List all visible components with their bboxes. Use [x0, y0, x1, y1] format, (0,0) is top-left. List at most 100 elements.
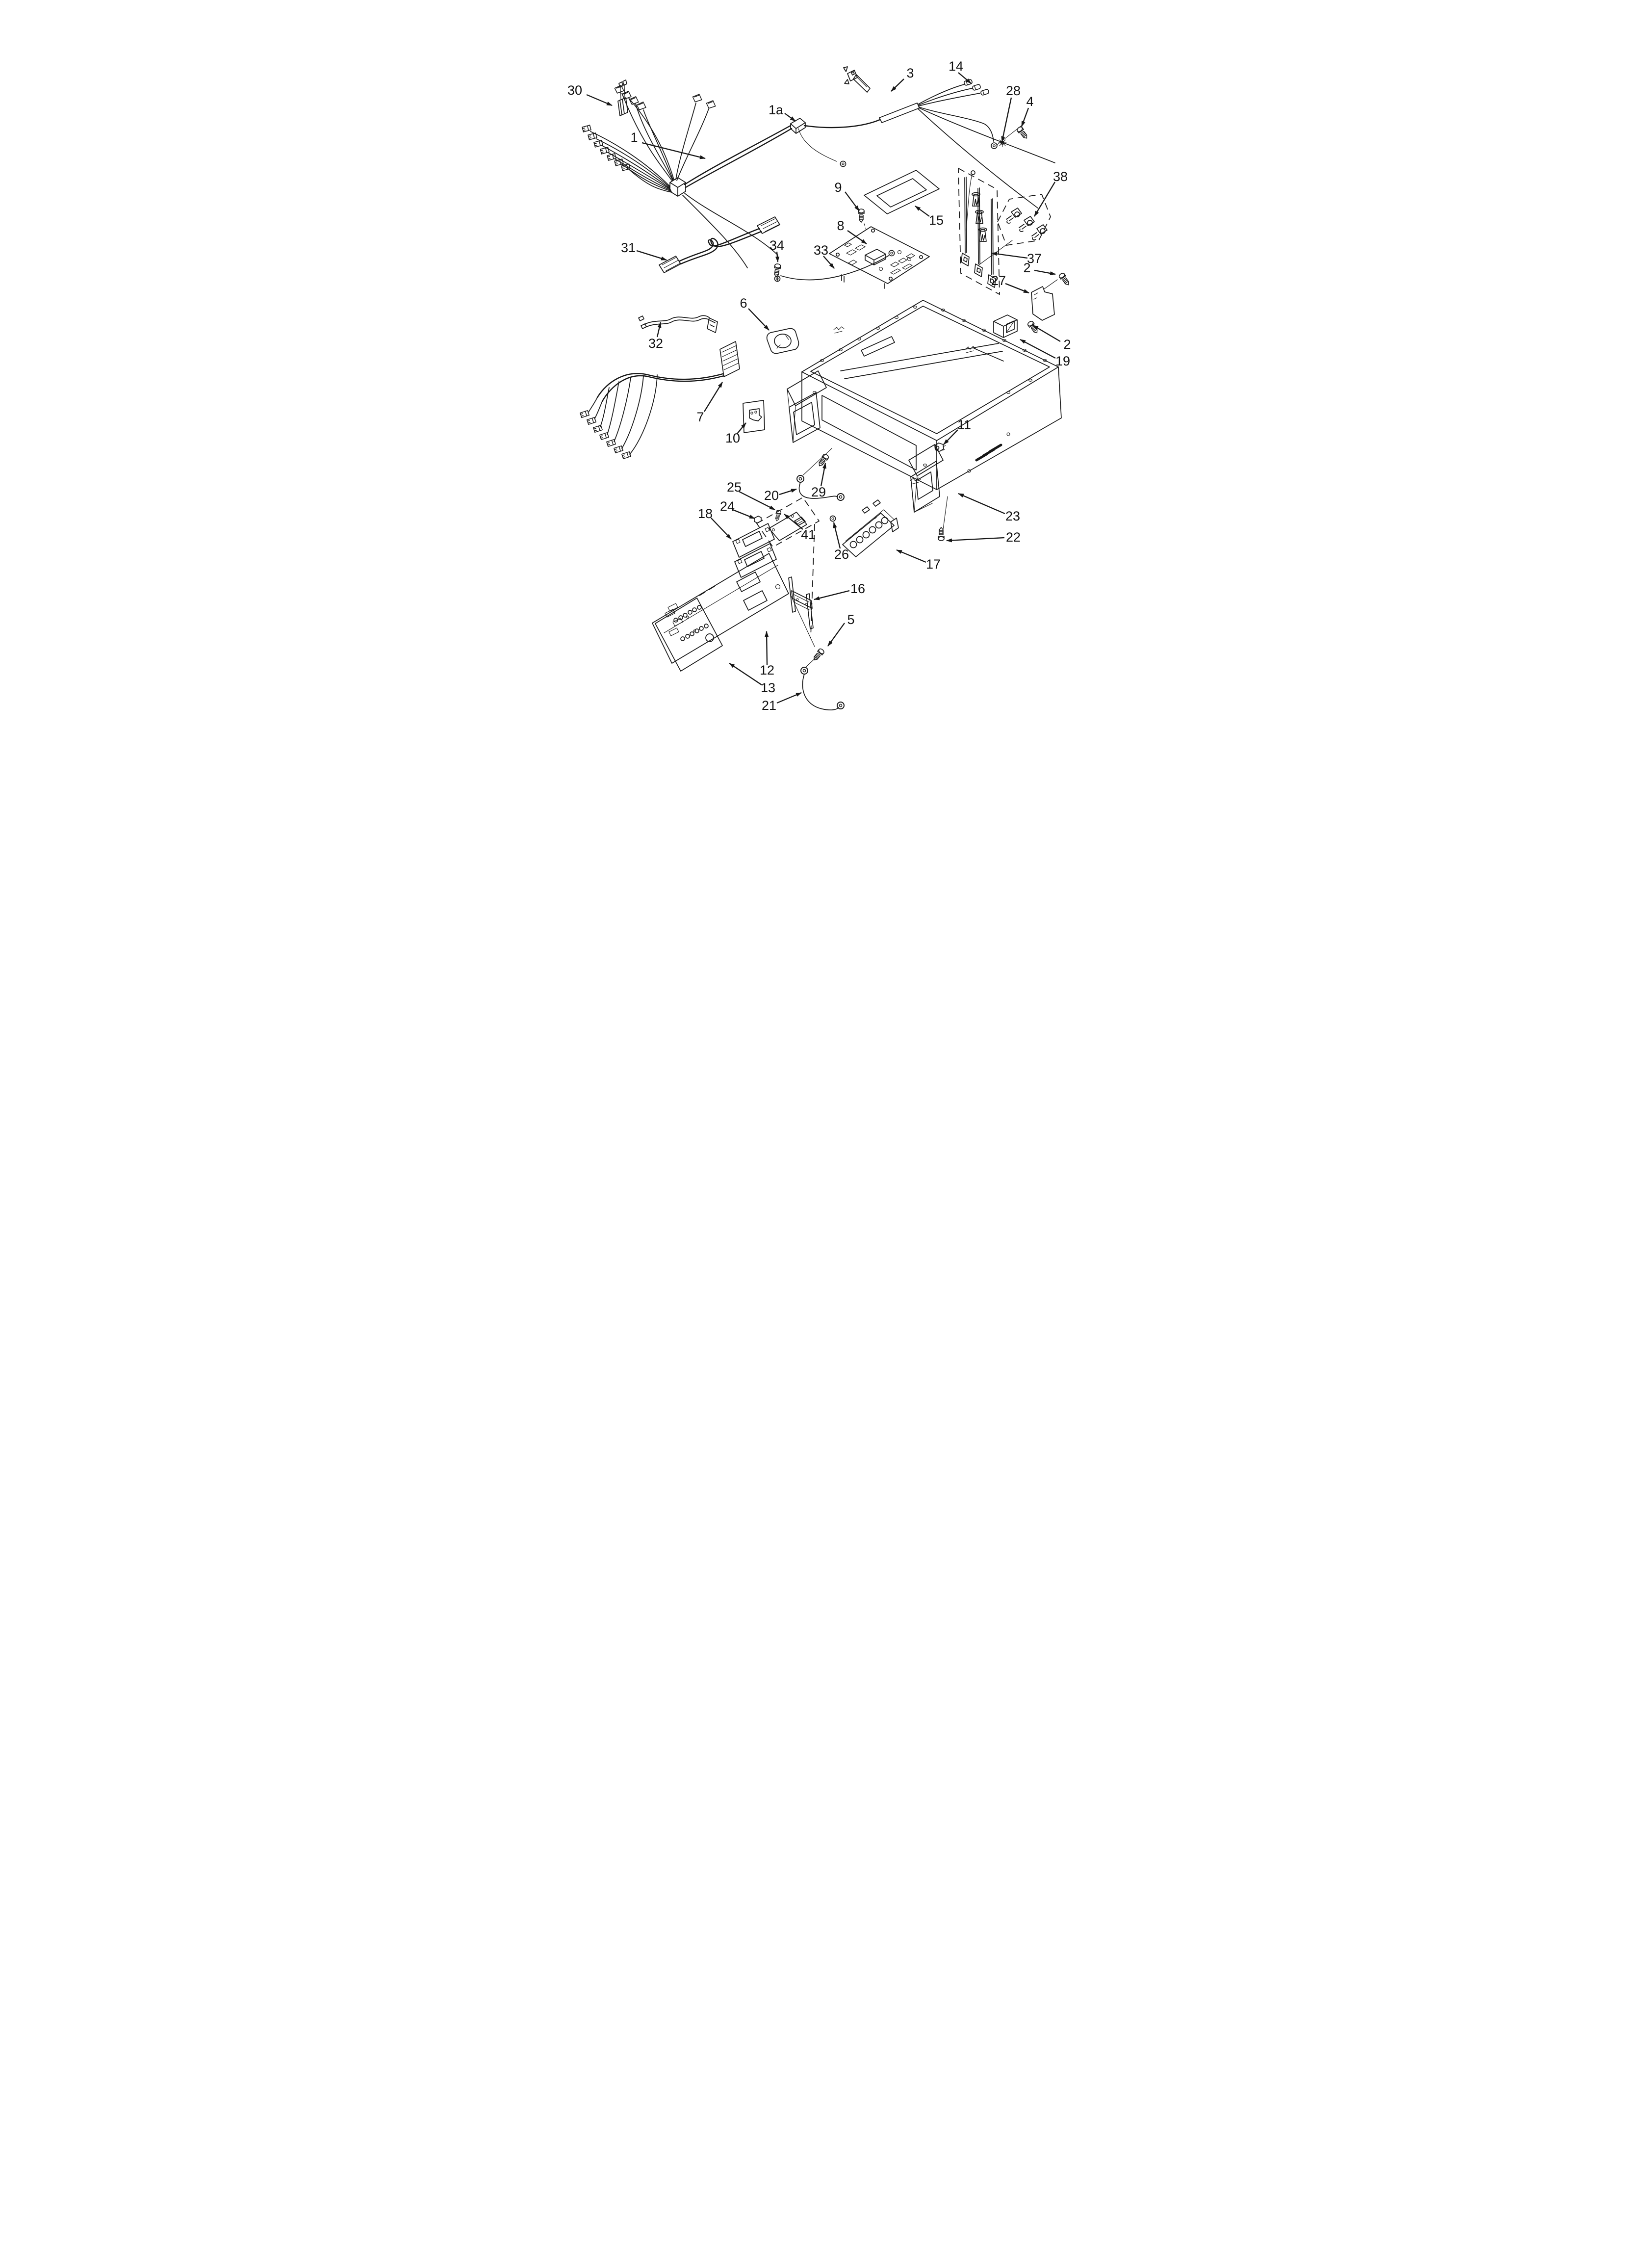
callout-label-10-22: 10	[725, 431, 740, 445]
callout-label-5-35: 5	[847, 612, 854, 627]
part-16-mounting-bracket	[788, 576, 814, 629]
callout-label-19-20: 19	[1055, 354, 1070, 368]
part-14-terminal-sleeves	[963, 78, 990, 96]
callout-label-27-13: 27	[991, 273, 1006, 288]
part-20-ground-wire	[796, 448, 845, 501]
callout-arrow-27-13	[1005, 283, 1029, 294]
callout-label-13-37: 13	[761, 680, 775, 695]
part-3-cable-tie	[843, 66, 871, 93]
callout-label-24-27: 24	[720, 499, 735, 514]
callout-arrow-23-33	[958, 493, 1005, 515]
callout-label-1-1: 1	[630, 130, 638, 145]
callout-arrow-2-19	[1032, 325, 1061, 342]
exploded-parts-diagram: 3011a31428438159837227343331632219710112…	[567, 59, 1072, 713]
callout-label-17-32: 17	[926, 557, 941, 572]
cabinet-chassis	[787, 300, 1062, 513]
callout-arrow-19-20	[1020, 339, 1056, 359]
callout-arrow-28-5	[1001, 97, 1012, 142]
callout-arrow-2-12	[1034, 269, 1056, 275]
callout-arrow-26-30	[833, 522, 841, 549]
part-24-nut	[754, 516, 762, 523]
callout-arrow-15-8	[915, 206, 930, 217]
part-11-nut	[934, 443, 946, 452]
callout-arrow-8-10	[847, 230, 867, 244]
callout-label-3-3: 3	[906, 66, 914, 80]
part-10-bracket-plate	[743, 400, 765, 433]
cabinet-right-end-cap	[908, 444, 944, 513]
callout-label-30-0: 30	[567, 83, 582, 98]
callout-label-2-12: 2	[1023, 261, 1030, 275]
callout-arrow-11-23	[943, 429, 958, 445]
callout-arrow-24-27	[732, 509, 755, 520]
callout-arrow-34-14	[775, 251, 779, 262]
part-34-screw	[772, 263, 782, 278]
part-17-switch-panel	[842, 499, 899, 557]
callout-arrow-18-28	[711, 518, 732, 540]
part-7-switch-harness	[580, 341, 740, 459]
callout-arrow-37-11	[991, 252, 1028, 259]
callout-arrow-38-7	[1034, 182, 1055, 217]
callout-label-31-16: 31	[621, 240, 636, 255]
callout-arrow-3-3	[891, 78, 904, 92]
callout-label-1a-2: 1a	[769, 103, 784, 117]
part-1a-connector	[790, 118, 847, 167]
callout-arrow-16-31	[814, 590, 850, 600]
callout-arrow-14-4	[958, 72, 972, 84]
callout-arrow-31-16	[636, 250, 667, 261]
callout-arrow-32-18	[656, 322, 662, 338]
part-21-ground-wire	[800, 656, 845, 710]
callout-arrow-1a-2	[784, 113, 796, 122]
callout-label-25-26: 25	[727, 480, 742, 495]
callout-label-23-33: 23	[1005, 509, 1020, 523]
callout-arrow-22-34	[946, 537, 1005, 543]
callout-arrow-4-6	[1021, 107, 1029, 127]
part-6-knob-bezel	[766, 328, 799, 354]
part-27-cover-plate	[1031, 286, 1055, 321]
cabinet-left-end-cap	[787, 370, 827, 443]
callout-arrow-30-0	[586, 94, 613, 106]
callout-arrow-1-1	[641, 142, 706, 159]
callout-label-4-6: 4	[1026, 94, 1033, 109]
callout-arrow-41-29	[784, 514, 803, 530]
callout-label-7-21: 7	[696, 410, 704, 424]
part-19-terminal-block	[993, 314, 1018, 338]
part-30-connector	[617, 79, 628, 116]
callout-label-2-19: 2	[1063, 337, 1071, 352]
part-37-spark-panel	[958, 167, 1000, 295]
callout-arrow-9-9	[845, 191, 860, 211]
callout-label-41-29: 41	[801, 527, 816, 542]
callout-label-6-17: 6	[740, 296, 747, 311]
part-33-ground-wire	[774, 250, 895, 282]
callout-label-37-11: 37	[1027, 251, 1042, 266]
callout-label-29-24: 29	[811, 485, 826, 499]
part-12-console-panel	[652, 553, 789, 664]
callout-label-21-38: 21	[762, 698, 776, 713]
part-ring-terminal	[991, 142, 998, 149]
callout-arrow-17-32	[896, 549, 926, 563]
callout-label-32-18: 32	[648, 336, 663, 351]
part-13-keypad-panel	[655, 584, 723, 672]
callout-arrow-5-35	[827, 623, 845, 647]
callout-arrow-7-21	[704, 382, 723, 412]
part-18-bracket-panels	[732, 523, 777, 578]
wire-nut-cones	[972, 192, 987, 242]
callout-label-16-31: 16	[850, 581, 865, 596]
callout-arrow-33-15	[823, 256, 835, 269]
part-2-screw-upper	[1058, 272, 1072, 287]
callout-label-38-7: 38	[1053, 169, 1068, 184]
part-15-insert	[864, 170, 940, 214]
callout-label-26-30: 26	[834, 547, 849, 562]
callout-label-34-14: 34	[770, 238, 784, 253]
callout-label-18-28: 18	[698, 506, 713, 521]
callout-arrow-6-17	[748, 308, 770, 331]
part-26-washer	[829, 515, 836, 522]
callout-label-8-10: 8	[837, 218, 844, 233]
callout-label-22-34: 22	[1006, 530, 1021, 545]
callout-arrow-25-26	[739, 491, 775, 511]
callout-label-9-9: 9	[834, 180, 842, 195]
callout-label-14-4: 14	[949, 59, 963, 74]
callout-label-28-5: 28	[1006, 83, 1021, 98]
callout-label-33-15: 33	[814, 243, 828, 258]
callout-arrow-10-22	[737, 422, 746, 434]
